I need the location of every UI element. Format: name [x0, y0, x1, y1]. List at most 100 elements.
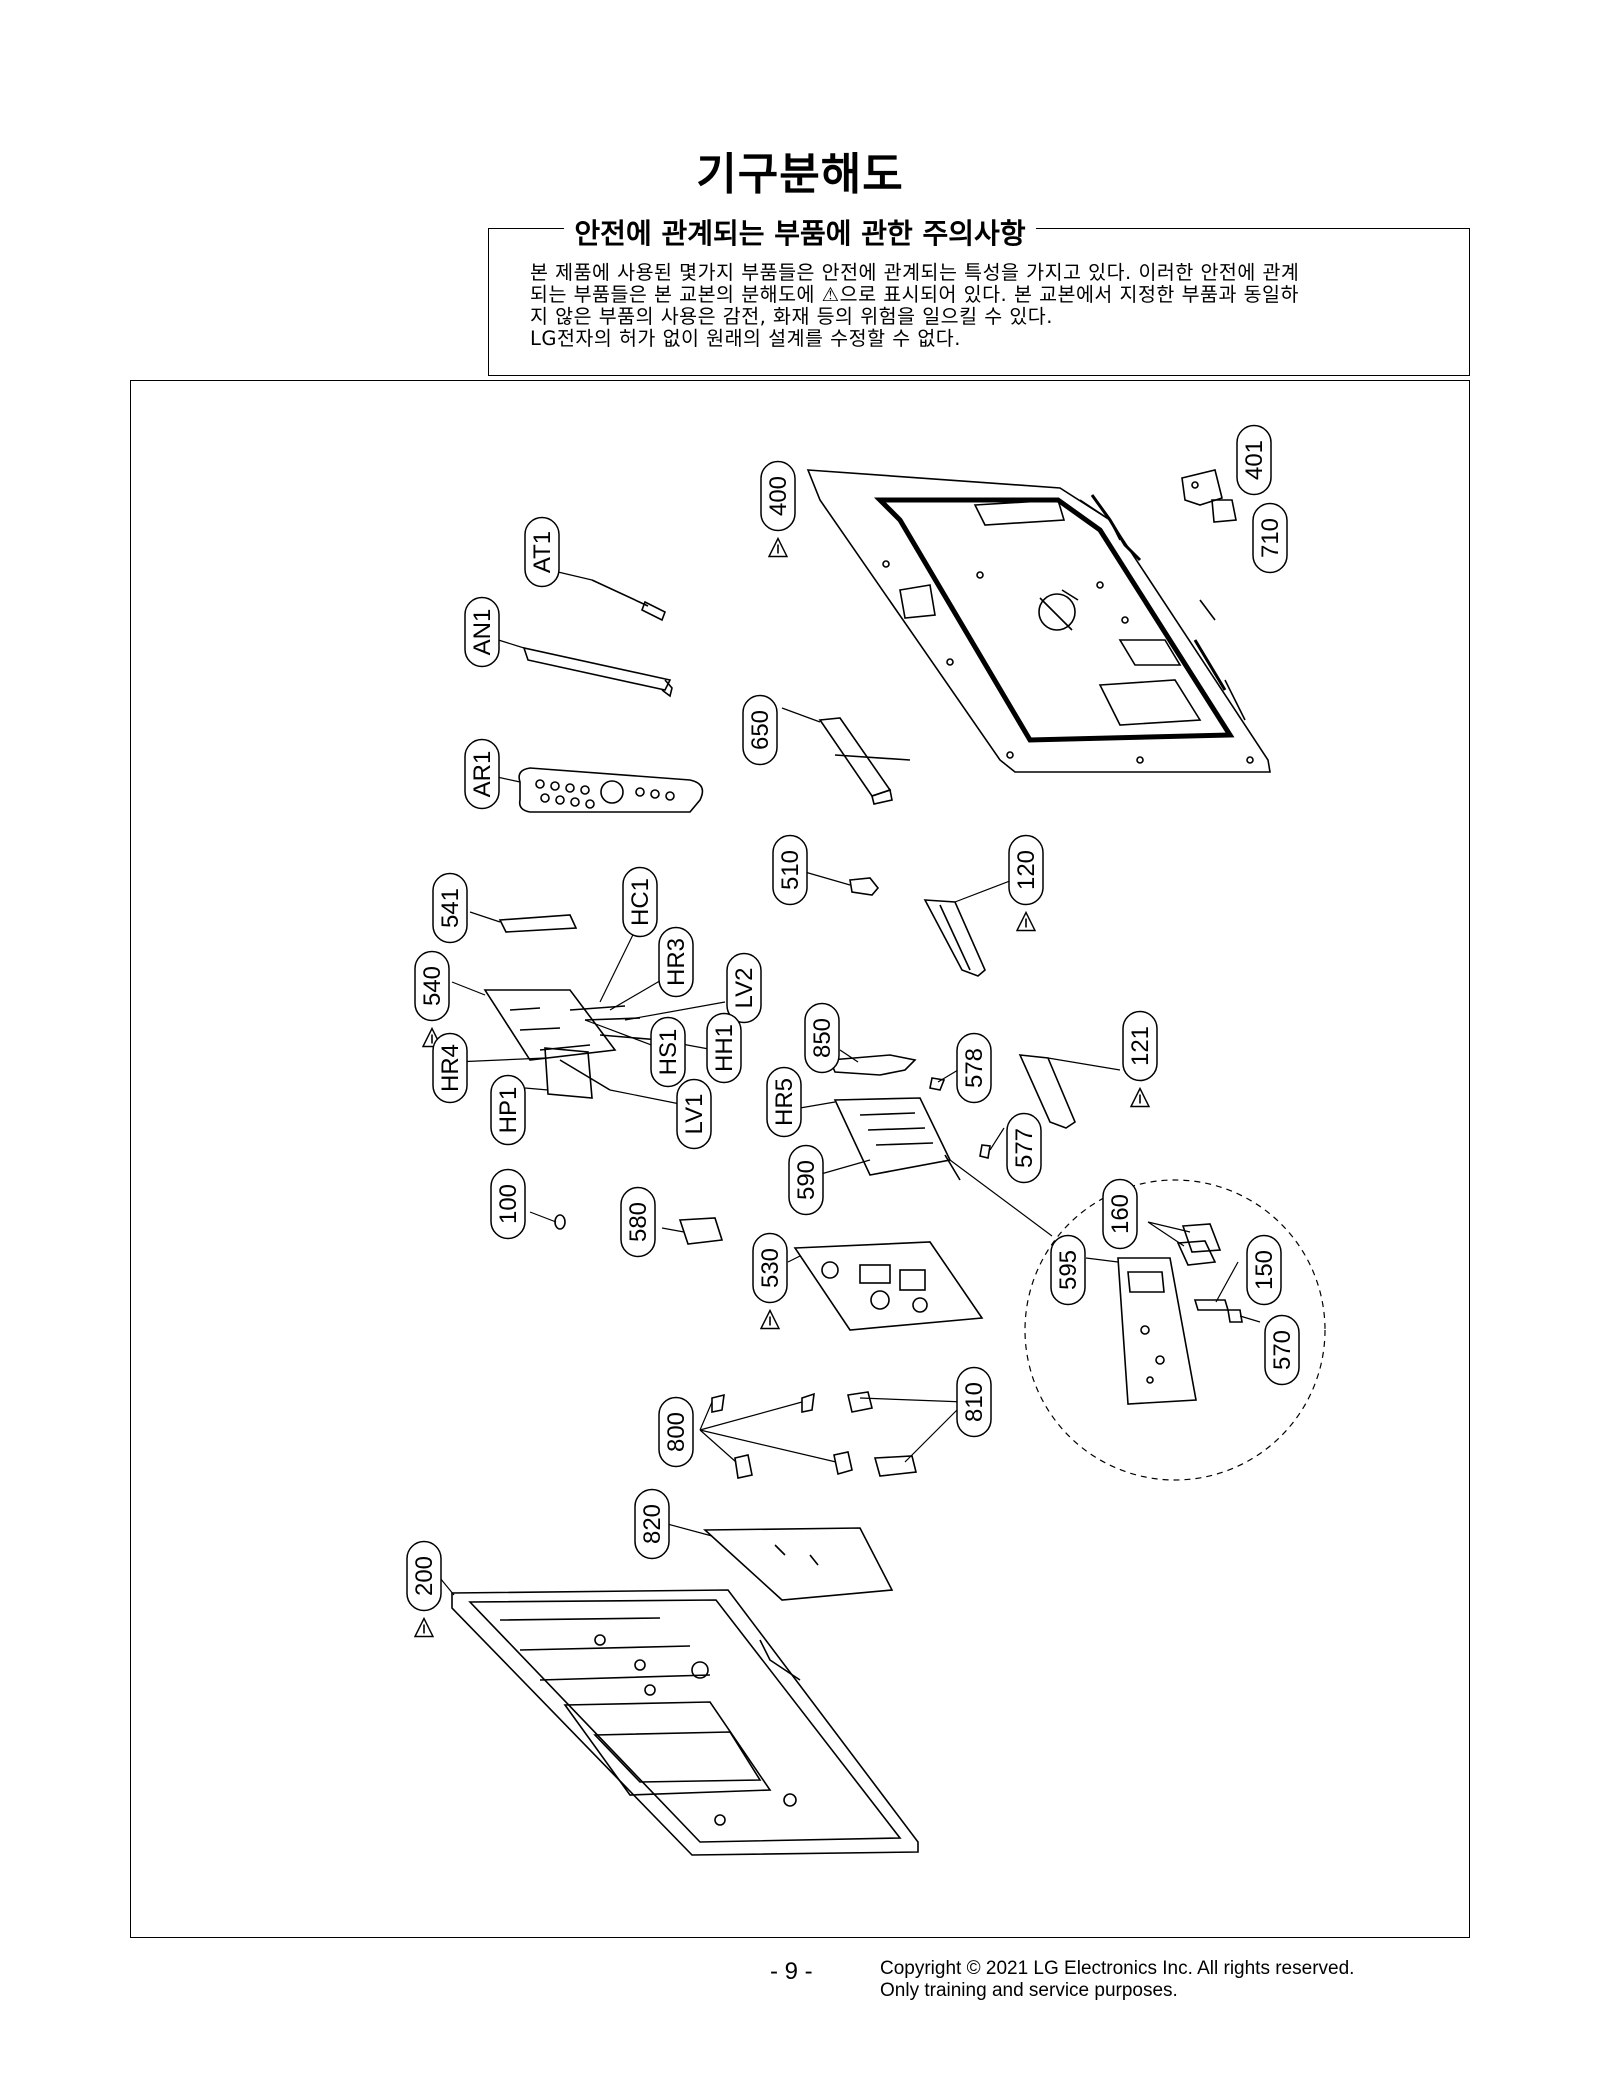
- callout-650: 650: [742, 694, 778, 766]
- callout-label: 810: [961, 1382, 988, 1422]
- callout-label: 530: [757, 1248, 784, 1288]
- callout-outline: [706, 1012, 742, 1084]
- callout-outline: [658, 1396, 694, 1468]
- callout-540: 540: [414, 950, 450, 1048]
- safety-notice-text: 본 제품에 사용된 몇가지 부품들은 안전에 관계되는 특성을 가지고 있다. …: [530, 262, 1460, 350]
- callout-577: 577: [1006, 1112, 1042, 1184]
- callout-HR3: HR3: [658, 926, 694, 998]
- part-570-drawing: [1227, 1309, 1243, 1323]
- bracket-121-drawing: [1018, 1054, 1076, 1129]
- callout-outline: [1264, 1314, 1300, 1386]
- callout-outline: [788, 1144, 824, 1216]
- callout-outline: [1246, 1234, 1282, 1306]
- safety-notice-line: LG전자의 허가 없이 원래의 설계를 수정할 수 없다.: [530, 327, 961, 350]
- part-160-drawing: [1176, 1223, 1222, 1266]
- callout-outline: [414, 950, 450, 1022]
- callout-outline: [432, 1032, 468, 1104]
- remote-ar1-drawing: [518, 767, 704, 813]
- callout-label: HS1: [655, 1029, 682, 1076]
- callout-160: 160: [1102, 1178, 1138, 1250]
- bracket-drawing: [1181, 469, 1237, 523]
- callout-510: 510: [772, 834, 808, 906]
- callout-810: 810: [956, 1366, 992, 1438]
- callout-label: 590: [793, 1160, 820, 1200]
- callout-541: 541: [432, 872, 468, 944]
- callout-outline: [742, 694, 778, 766]
- part-150-drawing: [1193, 1299, 1230, 1311]
- callout-820: 820: [634, 1488, 670, 1560]
- callout-150: 150: [1246, 1234, 1282, 1306]
- callout-HC1: HC1: [622, 866, 658, 938]
- callout-800: 800: [658, 1396, 694, 1468]
- exploded-view-frame: [130, 380, 1470, 1938]
- part-541-drawing: [498, 914, 578, 933]
- callout-outline: [1006, 1112, 1042, 1184]
- callout-850: 850: [804, 1002, 840, 1074]
- callout-outline: [956, 1032, 992, 1104]
- callout-outline: [620, 1186, 656, 1258]
- safety-notice-line: 되는 부품들은 본 교본의 분해도에 ⚠으로 표시되어 있다. 본 교본에서 지…: [530, 283, 1299, 306]
- callout-570: 570: [1264, 1314, 1300, 1386]
- callout-label: AT1: [529, 531, 556, 573]
- pen-an1-drawing: [522, 646, 673, 698]
- callout-AR1: AR1: [464, 738, 500, 810]
- callout-label: 510: [777, 850, 804, 890]
- callout-outline: [490, 1168, 526, 1240]
- callout-outline: [676, 1078, 712, 1150]
- page-number: - 9 -: [770, 1958, 813, 1985]
- front-frame-200-drawing: [451, 1589, 919, 1856]
- callout-label: 540: [419, 966, 446, 1006]
- callout-label: 570: [1269, 1330, 1296, 1370]
- antenna-at1-drawing: [591, 579, 667, 622]
- callout-HR4: HR4: [432, 1032, 468, 1104]
- copyright-line: Copyright © 2021 LG Electronics Inc. All…: [880, 1958, 1355, 1979]
- board-540-drawing: [483, 989, 661, 1099]
- callout-label: HR5: [771, 1078, 798, 1126]
- callout-400: 400: [760, 460, 796, 558]
- callout-outline: [752, 1232, 788, 1304]
- sheet-820-drawing: [702, 1527, 894, 1601]
- callout-label: HR3: [663, 938, 690, 986]
- callout-label: 120: [1013, 850, 1040, 890]
- callout-outline: [406, 1540, 442, 1612]
- detail-magnifier-circle: [1024, 1179, 1326, 1481]
- callout-578: 578: [956, 1032, 992, 1104]
- callout-AT1: AT1: [524, 516, 560, 588]
- back-cover-drawing: [806, 469, 1271, 773]
- callout-label: 200: [411, 1556, 438, 1596]
- callout-200: 200: [406, 1540, 442, 1638]
- callout-outline: [432, 872, 468, 944]
- callout-label: 121: [1127, 1026, 1154, 1066]
- callout-label: HC1: [627, 878, 654, 926]
- callout-label: 150: [1251, 1250, 1278, 1290]
- callout-label: 100: [495, 1184, 522, 1224]
- callout-121: 121: [1122, 1010, 1158, 1108]
- callout-label: 580: [625, 1202, 652, 1242]
- callout-label: 578: [961, 1048, 988, 1088]
- callout-outline: [804, 1002, 840, 1074]
- callout-HS1: HS1: [650, 1016, 686, 1088]
- safety-notice-line: 지 않은 부품의 사용은 감전, 화재 등의 위험을 일으킬 수 있다.: [530, 305, 1053, 328]
- callout-label: 820: [639, 1504, 666, 1544]
- callout-580: 580: [620, 1186, 656, 1258]
- callout-label: 650: [747, 710, 774, 750]
- callout-label: 400: [765, 476, 792, 516]
- callout-outline: [1122, 1010, 1158, 1082]
- callout-595: 595: [1050, 1234, 1086, 1306]
- callout-HP1: HP1: [490, 1074, 526, 1146]
- callout-outline: [634, 1488, 670, 1560]
- callout-outline: [1236, 424, 1272, 496]
- callout-710: 710: [1252, 502, 1288, 574]
- callout-label: HP1: [495, 1087, 522, 1134]
- callout-outline: [524, 516, 560, 588]
- callout-401: 401: [1236, 424, 1272, 496]
- callout-label: AR1: [469, 751, 496, 798]
- power-board-530-drawing: [793, 1241, 984, 1331]
- callout-label: 710: [1257, 518, 1284, 558]
- callout-label: 850: [809, 1018, 836, 1058]
- board-595-drawing: [1117, 1257, 1197, 1405]
- callout-outline: [464, 596, 500, 668]
- callout-label: AN1: [469, 609, 496, 656]
- callout-120: 120: [1008, 834, 1044, 932]
